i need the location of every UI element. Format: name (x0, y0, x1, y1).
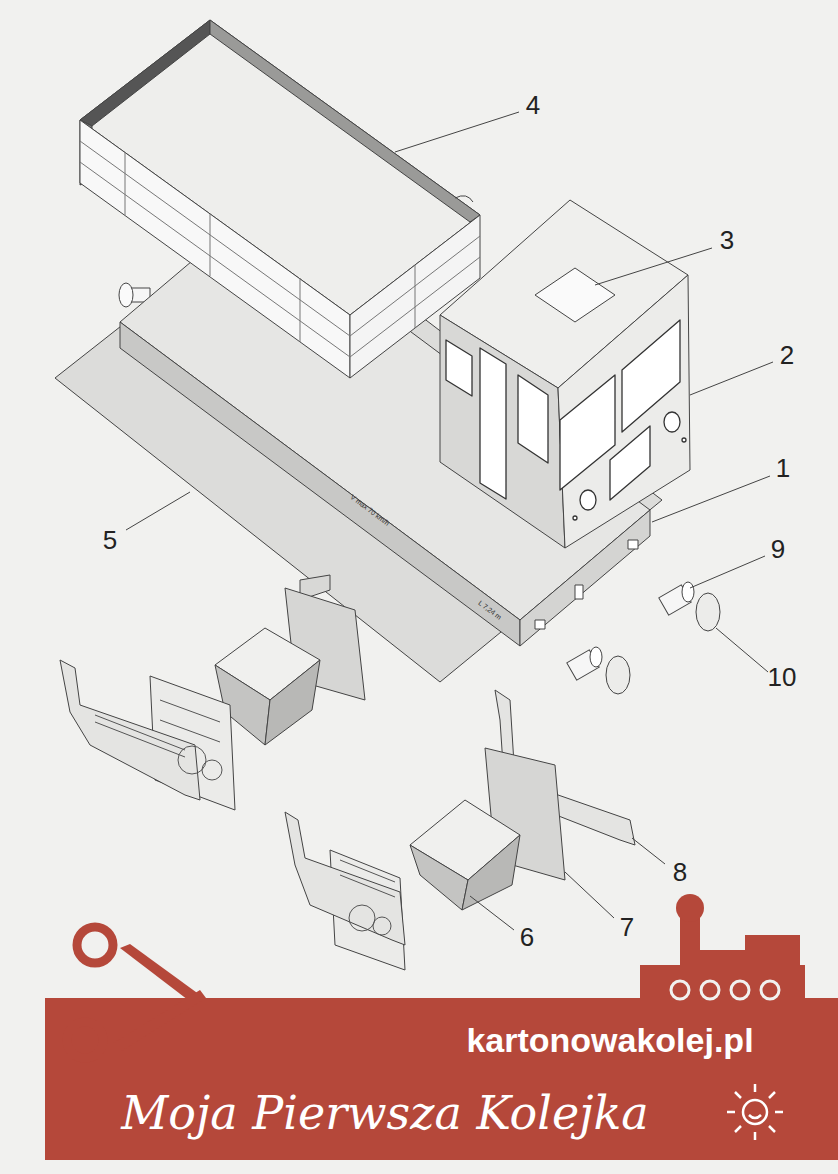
exploded-model (55, 20, 720, 970)
sun-icon (727, 1084, 783, 1140)
callout-number: 1 (776, 455, 790, 481)
callout-number: 4 (526, 92, 540, 118)
locomotive-icon (640, 894, 805, 998)
brand-banner (45, 894, 838, 1160)
callout-number: 7 (620, 914, 634, 940)
callout-number: 2 (780, 342, 794, 368)
buffer-parts (567, 582, 720, 694)
series-name: Moja Pierwsza Kolejka (121, 1090, 649, 1136)
cab-windows (446, 320, 686, 520)
lamp (628, 540, 638, 549)
loco-wheels (671, 981, 779, 999)
leader-lines (126, 112, 773, 930)
cargo-inner-wall (210, 20, 480, 222)
length-marking: L 7,24 m (477, 599, 503, 621)
callout-number: 10 (768, 664, 797, 690)
speed-marking: V max 70 km/h (349, 493, 390, 527)
cab-side (440, 315, 565, 548)
callout-number: 9 (771, 536, 785, 562)
lamp (535, 620, 545, 629)
coupler (575, 585, 583, 599)
chassis-side (120, 322, 520, 646)
cargo-inner-wall (80, 20, 210, 126)
scissors-handles (67, 927, 113, 1058)
scissors-icon (112, 944, 206, 1052)
buffer (119, 283, 133, 307)
callout-number: 3 (720, 227, 734, 253)
fold-arrow (455, 196, 473, 202)
roof-hatch (535, 268, 615, 322)
cargo-side (80, 120, 350, 378)
callout-number: 6 (520, 924, 534, 950)
cargo-slats (80, 141, 480, 357)
website-name: kartonowakolej.pl (466, 1023, 753, 1057)
callout-number: 5 (103, 527, 117, 553)
bogie-parts (60, 575, 635, 970)
callout-number: 8 (673, 859, 687, 885)
